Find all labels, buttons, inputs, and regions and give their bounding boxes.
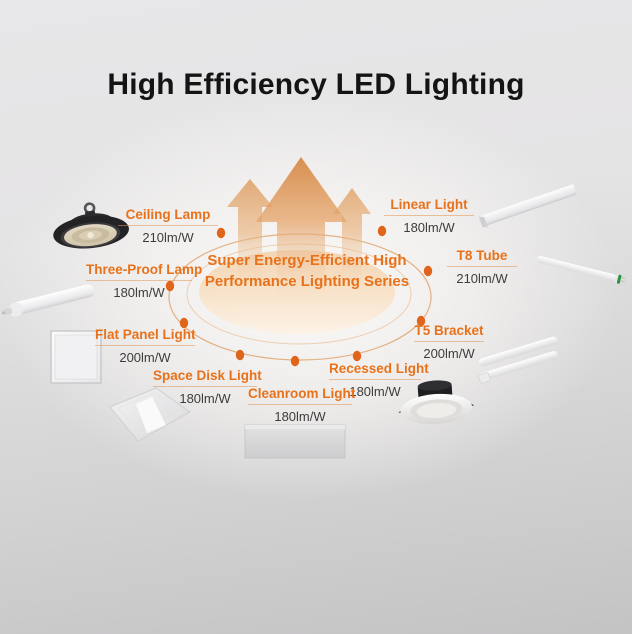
label-divider [447,266,517,267]
t5-bracket-image [478,336,558,384]
label-divider [248,404,352,405]
orbit-dot [235,349,245,361]
product-efficacy: 200lm/W [423,346,475,361]
page-title: High Efficiency LED Lighting [107,68,525,101]
product-label-linear-light: Linear Light 180lm/W [384,197,474,235]
product-label-three-proof-lamp: Three-Proof Lamp 180lm/W [86,262,203,300]
label-divider [329,379,421,380]
space-disk-light-image [109,387,191,442]
label-divider [86,280,192,281]
product-efficacy: 180lm/W [179,391,231,406]
orbit-dot [352,350,362,362]
orbit-dots [165,225,433,367]
orbit-dot [423,265,433,277]
three-proof-lamp-image [2,284,95,317]
product-label-t8-tube: T8 Tube 210lm/W [447,248,517,286]
center-caption-line2: Performance Lighting Series [204,273,410,290]
product-name: Flat Panel Light [95,327,196,342]
linear-light-image [478,184,577,228]
recessed-light-image [398,380,475,425]
product-efficacy: 200lm/W [119,350,171,365]
product-efficacy: 180lm/W [113,285,165,300]
t8-tube-image [536,256,626,284]
cleanroom-light-image [244,424,346,459]
label-divider [95,345,195,346]
center-caption: Super Energy-Efficient High Performance … [195,250,419,292]
product-efficacy: 210lm/W [142,230,194,245]
product-label-ceiling-lamp: Ceiling Lamp 210lm/W [118,207,218,245]
label-divider [118,225,218,226]
label-divider [414,341,484,342]
label-divider [153,386,257,387]
product-efficacy: 180lm/W [349,384,401,399]
ceiling-lamp-image [53,202,129,249]
product-name: T5 Bracket [414,323,484,338]
product-efficacy: 180lm/W [274,409,326,424]
orbit-dot [290,355,300,367]
product-name: Space Disk Light [153,368,262,383]
flat-panel-light-image [50,330,102,384]
product-name: Recessed Light [329,361,429,376]
product-efficacy: 210lm/W [456,271,508,286]
product-name: Linear Light [390,197,468,212]
orbit-dot [216,227,226,239]
product-label-flat-panel-light: Flat Panel Light 200lm/W [95,327,196,365]
product-efficacy: 180lm/W [403,220,455,235]
label-divider [384,215,474,216]
product-label-space-disk-light: Space Disk Light 180lm/W [153,368,262,406]
product-name: Ceiling Lamp [125,207,211,222]
product-name: Cleanroom Light [248,386,356,401]
product-label-cleanroom-light: Cleanroom Light 180lm/W [248,386,356,424]
product-label-t5-bracket: T5 Bracket 200lm/W [414,323,484,361]
product-name: Three-Proof Lamp [86,262,203,277]
center-caption-line1: Super Energy-Efficient High [207,252,407,269]
product-label-recessed-light: Recessed Light 180lm/W [329,361,429,399]
product-name: T8 Tube [456,248,508,263]
